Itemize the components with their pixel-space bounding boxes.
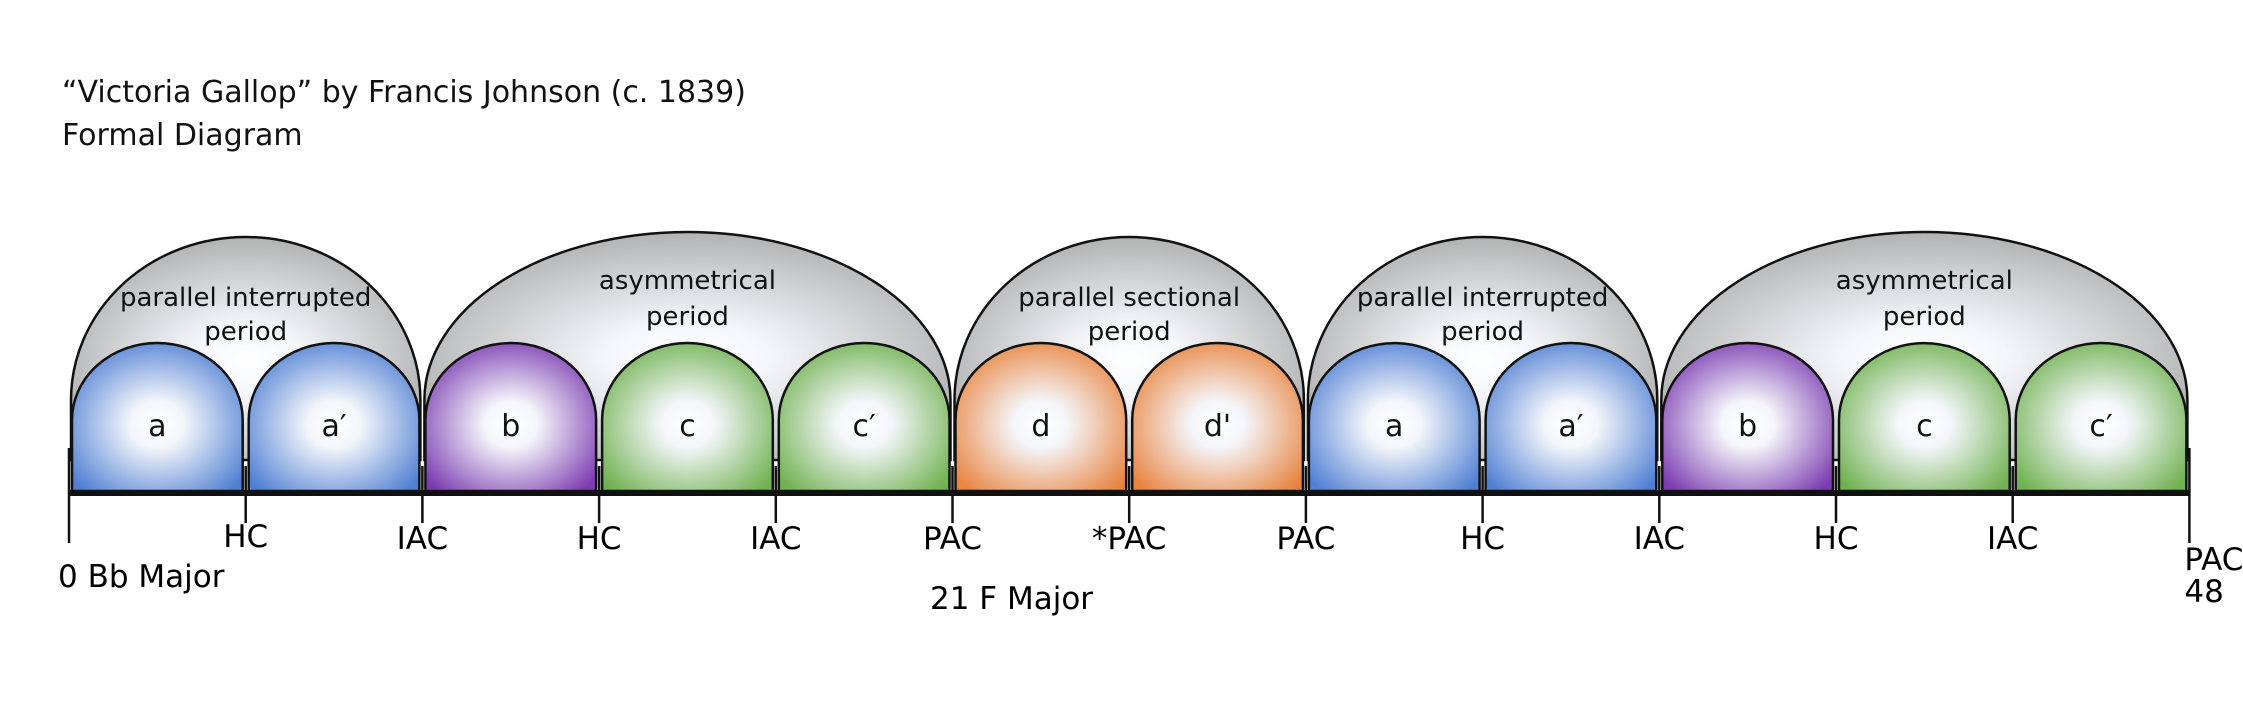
period-label: parallel interrupted xyxy=(120,283,371,313)
timeline-axis xyxy=(67,448,2191,543)
section-label: a′ xyxy=(1558,409,1583,444)
cadence-label: PAC xyxy=(1276,521,1336,557)
period-label: asymmetrical xyxy=(1836,266,2013,296)
section-shape xyxy=(1484,341,1658,493)
end-measure: 48 xyxy=(2184,574,2224,610)
period-label: asymmetrical xyxy=(599,266,776,296)
cadence-label: HC xyxy=(1813,521,1859,557)
section-label: b xyxy=(1738,409,1757,444)
section-label: a′ xyxy=(321,409,346,444)
section-shape xyxy=(70,341,244,493)
section-label: c′ xyxy=(2089,409,2112,444)
period-label: period xyxy=(646,302,729,332)
section-label: c′ xyxy=(852,409,875,444)
section-label: a xyxy=(148,409,166,444)
cadence-label: HC xyxy=(576,521,622,557)
page-subtitle: Formal Diagram xyxy=(62,118,303,153)
cadence-label: IAC xyxy=(1633,521,1686,557)
section-label: d' xyxy=(1204,409,1231,444)
section-label: c xyxy=(1916,409,1933,444)
section-label: a xyxy=(1385,409,1403,444)
section-shape xyxy=(777,341,951,493)
cadence-label: PAC xyxy=(922,521,983,557)
period-label: parallel interrupted xyxy=(1357,283,1608,313)
cadence-label: PAC xyxy=(2184,542,2243,578)
cadence-label: *PAC xyxy=(1091,521,1167,557)
cadence-label: IAC xyxy=(1986,521,2039,557)
section-shape xyxy=(1307,341,1481,493)
page-title: “Victoria Gallop” by Francis Johnson (c.… xyxy=(62,75,746,110)
period-label: period xyxy=(204,317,287,347)
section-shape xyxy=(2014,341,2188,493)
section-label: d xyxy=(1031,409,1050,444)
cadence-label: IAC xyxy=(396,521,449,557)
section-shape xyxy=(424,341,598,493)
section-shape xyxy=(247,341,421,493)
cadence-label: HC xyxy=(223,519,269,555)
key-start: 0 Bb Major xyxy=(58,559,225,595)
section-shape xyxy=(600,341,775,493)
section-label: b xyxy=(501,409,520,444)
cadence-label: HC xyxy=(1460,521,1506,557)
cadence-label: IAC xyxy=(750,521,802,557)
section-shape xyxy=(954,341,1128,493)
section-layer: a a′ b c c′ d d' a a′ b c c′ xyxy=(70,341,2188,493)
period-label: period xyxy=(1088,317,1171,347)
section-shape xyxy=(1130,341,1305,493)
section-label: c xyxy=(679,409,696,444)
period-label: period xyxy=(1883,302,1966,332)
key-middle: 21 F Major xyxy=(930,581,1094,617)
section-shape xyxy=(1661,341,1835,493)
period-label: parallel sectional xyxy=(1018,283,1240,313)
period-label: period xyxy=(1441,317,1524,347)
section-shape xyxy=(1837,341,2011,493)
